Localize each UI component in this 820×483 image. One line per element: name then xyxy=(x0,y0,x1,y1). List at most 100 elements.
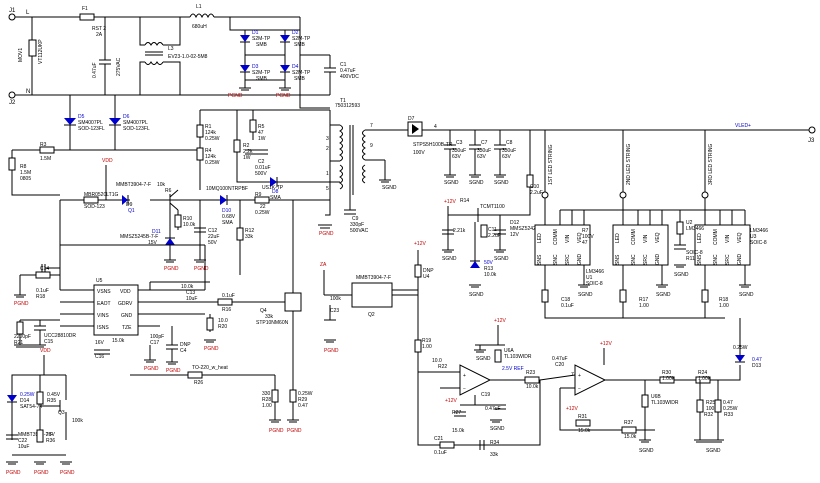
r26-label: TO-220_w_heat xyxy=(192,365,228,371)
u5-label: 15.0k xyxy=(112,338,125,344)
c3-voltage: 63V xyxy=(452,154,462,160)
vref-label: 2.5V REF xyxy=(502,366,524,372)
c16-value: C16 xyxy=(95,354,104,360)
r25-value: 1.00k xyxy=(698,376,711,382)
pgnd-label: PGND xyxy=(269,428,284,434)
c2-value: 0.01uF xyxy=(255,165,271,171)
sgnd-label: SGND xyxy=(674,272,689,278)
r34-value: 0.1uF xyxy=(434,450,447,456)
r24-label: R30 xyxy=(662,370,671,376)
r5-value: 47 xyxy=(258,130,264,136)
pgnd-label: PGND xyxy=(6,470,21,476)
c3-value: 330uF xyxy=(452,148,466,154)
u5-pin-vdd: VDD xyxy=(120,289,131,295)
clamp-section: D5 SM4007PL SOD-123FL D6 SM4007PL SOD-12… xyxy=(8,95,200,196)
u3-pin-snc: SNC xyxy=(631,254,637,265)
pgnd-label: PGND xyxy=(204,346,219,352)
sgnd-label: SGND xyxy=(706,448,721,454)
pin-5: 5 xyxy=(326,186,329,192)
c11-label: 2.21k xyxy=(453,228,466,234)
c3-label: C3 xyxy=(456,140,463,146)
sgnd-label: SGND xyxy=(578,292,593,298)
u2-pin-led: LED xyxy=(697,233,703,243)
u1-pin-sns: SNS xyxy=(537,254,543,265)
r13-label: C11 xyxy=(488,227,497,233)
r37-label: R31 xyxy=(578,414,587,420)
c7-value: 330uF xyxy=(477,148,491,154)
r24-value: 1.00k xyxy=(662,376,675,382)
d7-value: D7 xyxy=(408,116,415,122)
d9-value: MMBT3904-7-F xyxy=(116,182,151,188)
pgnd-label: PGND xyxy=(166,368,181,374)
d12-label: 50V xyxy=(484,260,494,266)
pgnd-label: PGND xyxy=(276,93,291,99)
r36-value: R36 xyxy=(46,438,55,444)
c21-label: C19 xyxy=(481,392,490,398)
v12-label: +12V xyxy=(445,398,457,404)
d11-label: D11 xyxy=(152,229,161,235)
c7-voltage: 63V xyxy=(477,154,487,160)
r29-value: R29 xyxy=(298,397,307,403)
r9-value: 22 xyxy=(260,204,266,210)
u5-pin-vsns: VSNS xyxy=(97,289,111,295)
startup-section: VDD 0.25W D14 SAT54-7-F 0.45V R35 Q3 100… xyxy=(6,348,83,476)
u2-part: LM3466 xyxy=(750,228,768,234)
u2-pin-sns: SNS xyxy=(697,254,703,265)
r2-label: R2 xyxy=(243,143,250,149)
c10-value: MMSZ5242B-7-F xyxy=(510,226,548,232)
u5-pin-gnd: GND xyxy=(121,313,133,319)
d3-value: S2M-TP xyxy=(252,70,271,76)
sgnd-label: SGND xyxy=(442,256,457,262)
r1-power: 0.25W xyxy=(205,136,220,142)
d8-pkg: SMA xyxy=(270,195,282,201)
r18-value: R18 xyxy=(36,294,45,300)
pgnd-label: PGND xyxy=(60,470,75,476)
r3-value: 1.5M xyxy=(40,156,51,162)
c7-label: C7 xyxy=(481,140,488,146)
vled-net-label: VLED+ xyxy=(735,123,751,129)
r31-value: TL103WIDR xyxy=(651,400,679,406)
q4-mosfet: Q4 33k STP10NM60N 330 R28 1.00 0.25W R29… xyxy=(256,200,313,434)
c17-label: 100pF xyxy=(150,334,164,340)
u3-pin-comm: COMM xyxy=(631,229,637,245)
c16-label: 16V xyxy=(95,340,105,346)
j1-label: J1 xyxy=(9,8,16,14)
d3-label: D3 xyxy=(252,64,259,70)
opamp-section: R19 1.00 + − 10.0 R22 +12V SGND U6A TL10… xyxy=(414,318,762,458)
opamp2-minus: − xyxy=(578,386,581,392)
v12-label: +12V xyxy=(494,318,506,324)
r21-label: 2200pF xyxy=(14,334,31,340)
c4-label: DNP xyxy=(180,342,191,348)
d6-value: SM4007PL xyxy=(123,120,148,126)
c12-voltage: 50V xyxy=(208,240,218,246)
c2-label: C2 xyxy=(258,159,265,165)
d2-value: S2M-TP xyxy=(292,36,311,42)
c14-value: C14 xyxy=(40,266,49,272)
c15-label: UCC28810DR xyxy=(44,333,76,339)
c19-value: 15.0k xyxy=(452,428,465,434)
d3-pkg: SMB xyxy=(256,76,268,82)
u5-pin-tze: TZE xyxy=(122,325,132,331)
r4-value: 124k xyxy=(205,154,216,160)
opamp2-plus: + xyxy=(578,373,581,379)
u6a-part: 10.0 xyxy=(432,358,442,364)
sgnd-label: SGND xyxy=(476,356,491,362)
r29-label: 0.25W xyxy=(298,391,313,397)
c10-voltage: 12V xyxy=(510,232,520,238)
c8-voltage: 63V xyxy=(502,154,512,160)
mains-input-section: J1 J2 L N F1 RST 2 2A L1 680uH MOV1 VT11… xyxy=(8,4,359,109)
d5-pkg: SOD-123FL xyxy=(78,126,105,132)
q3-value: Q3 xyxy=(58,410,65,416)
d14-value: D14 xyxy=(20,398,29,404)
r11-label: U2 xyxy=(686,220,693,226)
r33-power: R33 xyxy=(724,412,733,418)
u1-pin-comm: COMM xyxy=(553,229,559,245)
r12-label: R12 xyxy=(245,228,254,234)
pgnd-label: PGND xyxy=(14,301,29,307)
r14-label: DNP xyxy=(423,268,434,274)
d10-vf: 0.68V xyxy=(222,214,236,220)
d5-label: D5 xyxy=(78,114,85,120)
rst2-label: RST 2 xyxy=(92,26,106,32)
r16-label: 0.1uF xyxy=(222,293,235,299)
pin-4: 4 xyxy=(434,124,437,130)
